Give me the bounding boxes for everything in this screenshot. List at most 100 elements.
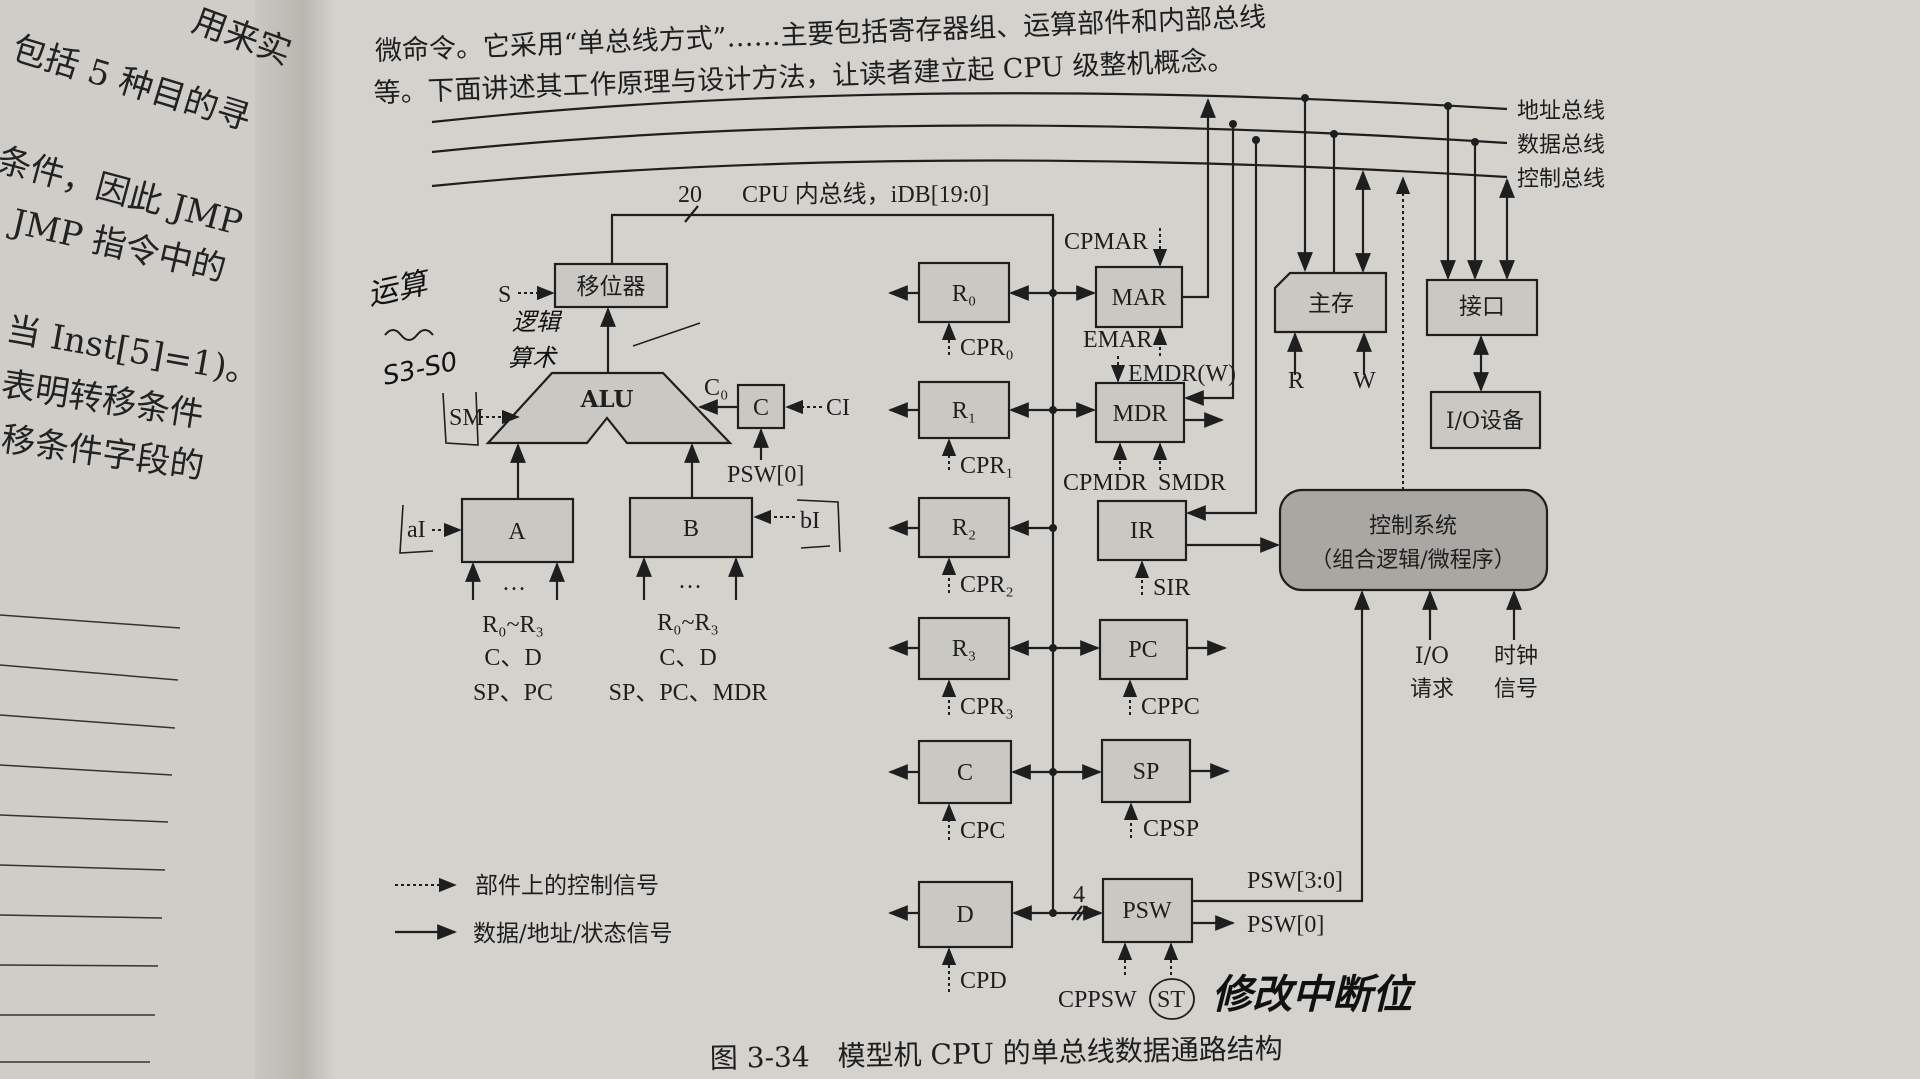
address-bus-label: 地址总线	[1517, 99, 1605, 124]
st-handwritten-circle	[1149, 978, 1195, 1020]
register-label: R₀	[952, 281, 976, 307]
psw-width-slash	[1071, 905, 1088, 921]
b-control-label: bI	[800, 508, 820, 534]
register-control-label: CPD	[960, 968, 1007, 994]
data-bus-line	[431, 124, 1508, 154]
b-source-line: R₀~R₃	[657, 610, 719, 636]
cppsw-label: CPPSW	[1058, 987, 1137, 1013]
interface-label: 接口	[1459, 294, 1505, 320]
main-memory-label: 主存	[1308, 291, 1354, 317]
ir-box	[1096, 499, 1188, 562]
register-b-label: B	[683, 516, 699, 542]
psw-width-label: 4	[1073, 882, 1085, 908]
mdr-box	[1094, 381, 1186, 444]
register-control-label: CPC	[960, 818, 1005, 844]
handwritten-stroke	[632, 322, 701, 347]
al-handwritten-box	[399, 504, 434, 554]
psw-box	[1101, 877, 1194, 944]
b-source-line: SP、PC、MDR	[609, 680, 768, 706]
alu-shape	[485, 371, 733, 445]
psw-to-control-line	[1192, 590, 1370, 903]
clock-label: 时钟	[1494, 644, 1538, 669]
bus-to-ir	[1186, 140, 1258, 521]
a-ellipsis: …	[502, 570, 526, 596]
register-r0: R₀ CPR₀	[888, 261, 1053, 361]
mar-label: MAR	[1112, 285, 1167, 311]
register-a-box	[460, 497, 575, 564]
carry-out-label: C₀	[704, 375, 728, 401]
emdr-label: EMDR(W)	[1128, 361, 1236, 387]
memory-read-label: R	[1288, 368, 1304, 394]
emar-label: EMAR	[1083, 327, 1152, 353]
legend-control-label: 部件上的控制信号	[475, 873, 659, 899]
mar-box	[1094, 265, 1184, 329]
pc-label: PC	[1128, 637, 1157, 663]
control-bus-line	[431, 159, 1508, 188]
control-system-title: 控制系统	[1369, 514, 1457, 539]
register-control-label: CPR₂	[960, 572, 1014, 598]
control-system-subtitle: （组合逻辑/微程序）	[1310, 548, 1515, 573]
handwritten-notes: 运算 S3-S0 逻辑 算术 修改中断位	[364, 265, 1416, 1018]
mdr-label: MDR	[1113, 401, 1168, 427]
pc-box	[1098, 618, 1189, 681]
legend-data-label: 数据/地址/状态信号	[473, 921, 673, 947]
register-label: R₂	[952, 515, 976, 541]
register-label: R₁	[952, 398, 976, 424]
shifter-control-label: S	[498, 282, 511, 308]
register-b-box	[628, 496, 754, 559]
register-a-label: A	[508, 519, 526, 545]
register-control-label: CPR₁	[960, 453, 1014, 479]
sir-label: SIR	[1153, 575, 1190, 601]
mar-to-address-bus	[1182, 98, 1216, 299]
psw-out-label: PSW[0]	[1247, 912, 1324, 938]
io-device-box	[1429, 390, 1542, 450]
st-label: ST	[1157, 987, 1185, 1013]
io-request-label: 请求	[1410, 677, 1454, 702]
clock-label: 信号	[1494, 677, 1538, 702]
io-device-label: I/O设备	[1446, 409, 1524, 434]
io-request-label: I/O	[1415, 644, 1449, 669]
body-text: 微命令。它采用“单总线方式”……主要包括寄存器组、运算部件和内部总线 等。下面讲…	[373, 2, 1267, 109]
left-page-rules	[0, 614, 181, 1063]
control-system-box	[1278, 488, 1549, 592]
psw0-label: PSW[0]	[727, 462, 804, 488]
a-source-line: C、D	[484, 645, 541, 671]
alu-label: ALU	[580, 386, 634, 413]
bus-junction-dot	[1229, 120, 1237, 128]
handwritten-note: 修改中断位	[1212, 972, 1416, 1018]
shifter-label: 移位器	[577, 274, 646, 300]
handwritten-squiggle	[384, 329, 434, 341]
carry-register-label: C	[753, 395, 769, 421]
carry-register-box	[736, 383, 786, 430]
interface-box	[1425, 278, 1539, 337]
register-r1: R₁ CPR₁	[888, 380, 1053, 479]
memory-write-label: W	[1353, 368, 1376, 394]
sm-label: SM	[449, 405, 484, 431]
sp-box	[1100, 738, 1192, 804]
internal-bus-line	[610, 213, 1055, 913]
register-label: D	[956, 902, 973, 928]
handwritten-note: 算术	[508, 344, 558, 372]
register-d: D CPD	[888, 880, 1053, 994]
cppc-label: CPPC	[1141, 694, 1200, 720]
register-c: C CPC	[888, 739, 1053, 844]
data-bus-label: 数据总线	[1517, 133, 1605, 158]
b-source-line: C、D	[659, 645, 716, 671]
carry-in-label: CI	[826, 395, 850, 421]
bus-junction-dots	[1252, 94, 1479, 146]
cpmdr-label: CPMDR	[1063, 470, 1147, 496]
register-control-label: CPR₀	[960, 335, 1014, 361]
register-r3: R₃ CPR₃	[888, 616, 1053, 720]
a-control-label: aI	[407, 517, 426, 543]
cpsp-label: CPSP	[1143, 816, 1199, 842]
bus-width-slash	[684, 205, 699, 223]
handwritten-note: S3-S0	[380, 347, 460, 392]
psw-bits-label: PSW[3:0]	[1247, 868, 1343, 894]
sp-label: SP	[1133, 759, 1160, 785]
handwritten-note: 运算	[364, 265, 434, 313]
address-bus-line	[431, 92, 1508, 124]
bus-width-label: 20	[678, 182, 702, 208]
control-bus-label: 控制总线	[1517, 167, 1605, 192]
register-control-label: CPR₃	[960, 694, 1014, 720]
